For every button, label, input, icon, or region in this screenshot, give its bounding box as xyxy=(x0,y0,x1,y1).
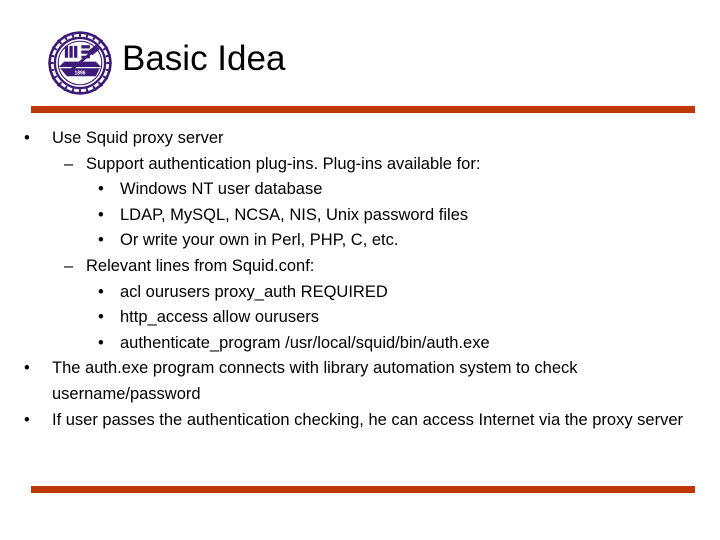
bullet-marker-icon: • xyxy=(24,129,30,147)
bullet-item-level-3: • acl ourusers proxy_auth REQUIRED xyxy=(98,280,698,306)
bullet-text: http_access allow ourusers xyxy=(120,308,320,327)
bullet-item-level-3: • Windows NT user database xyxy=(98,177,698,203)
bullet-item-level-3: • http_access allow ourusers xyxy=(98,305,698,331)
slide-title-bar: 1896 Basic Idea xyxy=(0,0,720,100)
bullet-marker-icon: • xyxy=(24,410,30,429)
bullet-text: The auth.exe program connects with libra… xyxy=(52,359,583,403)
bullet-text: authenticate_program /usr/local/squid/bi… xyxy=(120,333,490,352)
bullet-marker-icon: • xyxy=(98,333,104,352)
bullet-text: Windows NT user database xyxy=(120,180,323,199)
bullet-marker-icon: • xyxy=(98,180,104,199)
bullet-text: Relevant lines from Squid.conf: xyxy=(86,256,315,275)
bullet-item-level-2: –Relevant lines from Squid.conf: xyxy=(64,254,698,280)
bullet-item-level-3: • LDAP, MySQL, NCSA, NIS, Unix password f… xyxy=(98,203,698,229)
bullet-marker-icon: – xyxy=(64,256,74,275)
bullet-item-level-3: • authenticate_program /usr/local/squid/b… xyxy=(98,331,698,357)
bullet-text: acl ourusers proxy_auth REQUIRED xyxy=(120,282,388,301)
bullet-marker-icon: • xyxy=(24,359,30,378)
bullet-item-level-1: • The auth.exe program connects with libr… xyxy=(24,356,698,407)
bullet-marker-icon: – xyxy=(64,154,74,173)
bullet-marker-icon: • xyxy=(98,205,104,224)
bullet-item-level-1: • Use Squid proxy server xyxy=(24,126,698,152)
bullet-marker-icon: • xyxy=(98,282,104,301)
bullet-marker-icon: • xyxy=(98,308,104,327)
bullet-item-level-2: –Support authentication plug-ins. Plug-i… xyxy=(64,152,698,178)
slide-body-content: •Use Squid proxy server–Support authenti… xyxy=(0,126,720,433)
nctu-seal-icon: 1896 xyxy=(47,30,113,96)
bullet-text: If user passes the authentication checki… xyxy=(52,410,684,429)
bullet-text: Support authentication plug-ins. Plug-in… xyxy=(86,154,481,173)
divider-rule-bottom xyxy=(31,486,695,493)
svg-text:1896: 1896 xyxy=(74,70,85,76)
divider-rule-top xyxy=(31,106,695,113)
bullet-item-level-3: • Or write your own in Perl, PHP, C, etc. xyxy=(98,228,698,254)
page-title: Basic Idea xyxy=(122,39,286,78)
bullet-item-level-1: • If user passes the authentication check… xyxy=(24,408,698,434)
bullet-text: LDAP, MySQL, NCSA, NIS, Unix password fi… xyxy=(120,205,469,224)
bullet-text: Or write your own in Perl, PHP, C, etc. xyxy=(120,231,399,250)
bullet-marker-icon: • xyxy=(98,231,104,250)
bullet-text: Use Squid proxy server xyxy=(52,129,224,147)
